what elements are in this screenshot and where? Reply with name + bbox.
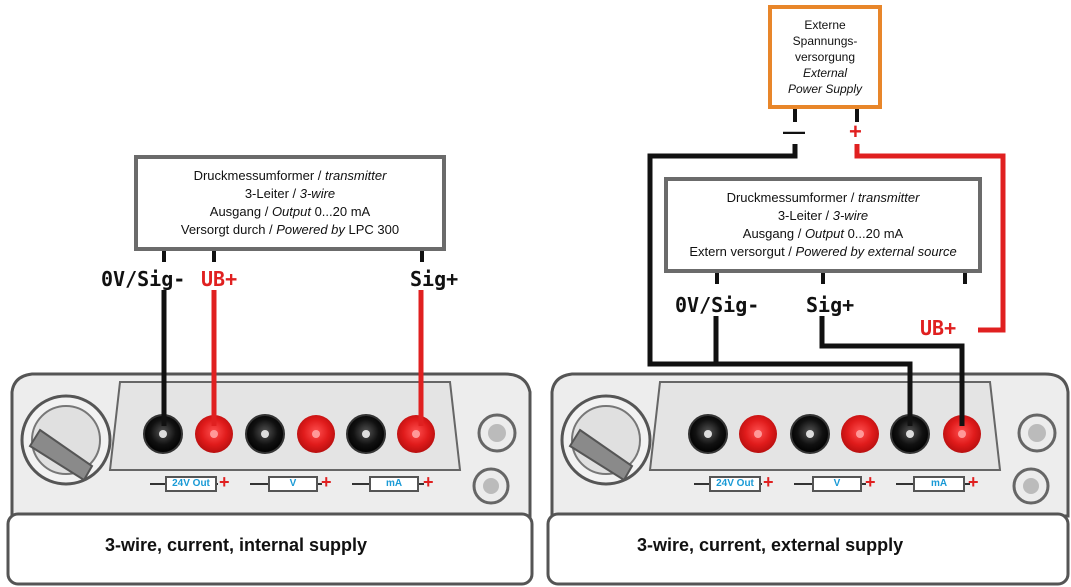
ps-line2: Spannungs-	[792, 34, 858, 48]
tx-left-line4-en: Powered by	[276, 222, 345, 237]
label-ub-plus-right: UB+	[920, 316, 957, 340]
tx-left-line1-de: Druckmessumformer /	[193, 168, 326, 183]
transmitter-box-left: Druckmessumformer / transmitter 3-Leiter…	[134, 155, 446, 251]
socket-red-1-left	[195, 415, 233, 453]
tx-right-line3-en: Output	[804, 226, 844, 241]
tag-volt-right: V	[812, 476, 862, 492]
tag-ma-left: mA	[369, 476, 419, 492]
tx-left-line2-de: 3-Leiter /	[244, 186, 300, 201]
socket-black-1-right	[688, 414, 728, 454]
plus-24v-left: +	[219, 472, 230, 492]
calibrator-device-left	[6, 372, 534, 586]
tx-right-line4-de: Extern versorgut /	[689, 244, 796, 259]
socket-red-2-left	[297, 415, 335, 453]
tx-right-line3-range: 0...20 mA	[843, 226, 904, 241]
tag-24v-out-right: 24V Out	[709, 476, 761, 492]
label-ub-plus-left: UB+	[201, 267, 238, 291]
wires-left	[161, 248, 424, 426]
caption-right: 3-wire, current, external supply	[637, 535, 904, 555]
tx-left-line3-en: Output	[271, 204, 311, 219]
plus-volt-left: +	[321, 472, 332, 492]
label-sig-plus-right: Sig+	[806, 293, 855, 317]
transmitter-box-right: Druckmessumformer / transmitter 3-Leiter…	[664, 177, 982, 273]
tx-left-line1-en: transmitter	[325, 168, 387, 183]
tag-24v-out-left: 24V Out	[165, 476, 217, 492]
tx-right-line1-de: Druckmessumformer /	[726, 190, 859, 205]
plus-24v-right: +	[763, 472, 774, 492]
tx-left-line3-de: Ausgang /	[209, 204, 272, 219]
wire-red-supply-plus	[854, 144, 1006, 333]
socket-black-2-left	[245, 414, 285, 454]
wires-right	[647, 108, 1006, 426]
rotary-knob-left	[20, 394, 112, 486]
tx-left-line4-de: Versorgt durch /	[180, 222, 277, 237]
tx-left-line4-dev: LPC 300	[344, 222, 400, 237]
tx-left-line3-range: 0...20 mA	[310, 204, 371, 219]
wire-black-supply-minus	[647, 144, 913, 426]
ps-line4: External	[802, 66, 848, 80]
external-power-supply-box: Externe Spannungs- versorgung External P…	[768, 5, 882, 109]
socket-red-3-right	[943, 415, 981, 453]
socket-red-3-left	[397, 415, 435, 453]
socket-black-3-left	[346, 414, 386, 454]
ps-line5: Power Supply	[787, 82, 863, 96]
plus-ma-left: +	[423, 472, 434, 492]
plus-volt-right: +	[865, 472, 876, 492]
tx-right-line1-en: transmitter	[858, 190, 920, 205]
supply-plus-label: +	[849, 119, 862, 144]
plus-ma-right: +	[968, 472, 979, 492]
tx-left-line2-en: 3-wire	[299, 186, 336, 201]
label-0v-sig-right: 0V/Sig-	[675, 293, 760, 317]
socket-red-2-right	[841, 415, 879, 453]
label-0v-sig-left: 0V/Sig-	[101, 267, 186, 291]
rotary-knob-right	[560, 394, 652, 486]
socket-black-1-left	[143, 414, 183, 454]
tx-right-line3-de: Ausgang /	[742, 226, 805, 241]
supply-minus-label: —	[783, 119, 805, 144]
tx-right-line2-en: 3-wire	[832, 208, 869, 223]
label-sig-plus-left: Sig+	[410, 267, 459, 291]
tx-right-line4-en: Powered by external source	[795, 244, 957, 259]
socket-black-2-right	[790, 414, 830, 454]
ps-line1: Externe	[804, 18, 846, 32]
wire-black-sig-right	[819, 316, 965, 426]
caption-left: 3-wire, current, internal supply	[105, 535, 368, 555]
ps-line3: versorgung	[794, 50, 856, 64]
tx-right-line2-de: 3-Leiter /	[777, 208, 833, 223]
tag-ma-right: mA	[913, 476, 965, 492]
tag-volt-left: V	[268, 476, 318, 492]
socket-red-1-right	[739, 415, 777, 453]
